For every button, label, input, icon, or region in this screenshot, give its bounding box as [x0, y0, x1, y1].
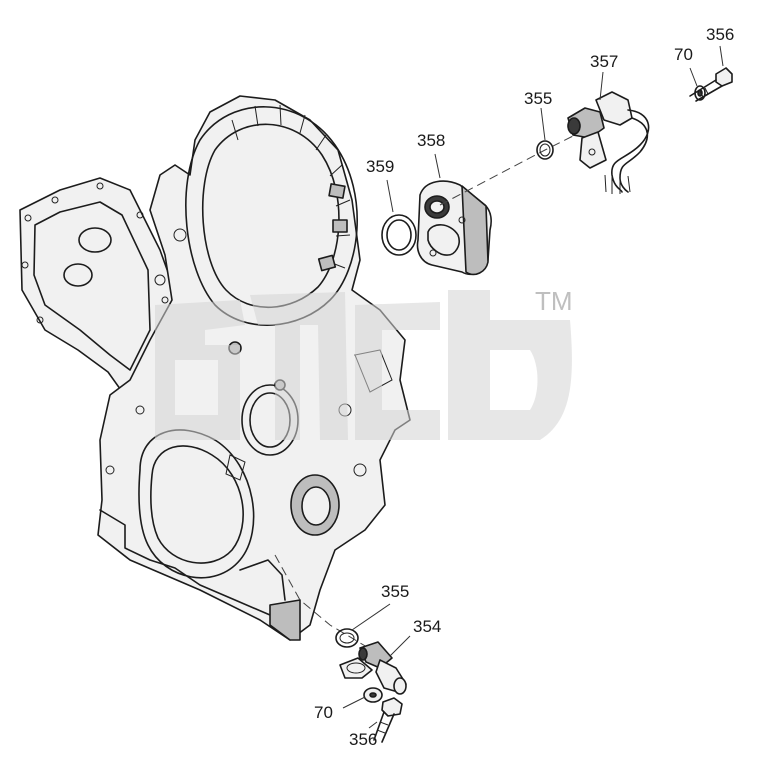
part-70-washer-bottom [363, 687, 383, 703]
callout-356-bottom: 356 [349, 730, 377, 749]
watermark-logo: TM [155, 286, 573, 440]
part-355-o-ring-top [536, 140, 554, 160]
callout-354: 354 [413, 617, 441, 636]
callout-358: 358 [417, 131, 445, 150]
callout-359: 359 [366, 157, 394, 176]
callout-labels: 356 70 357 355 358 359 355 354 70 356 [314, 25, 734, 749]
callout-356-top: 356 [706, 25, 734, 44]
callout-355-top: 355 [524, 89, 552, 108]
part-358-adapter-plate [416, 180, 492, 276]
part-355-o-ring-bottom [335, 628, 359, 648]
part-356-bolt-top [689, 67, 733, 102]
assembly-axis-lower [274, 554, 373, 651]
part-356-bolt-bottom [373, 697, 403, 743]
callout-355-bottom: 355 [381, 582, 409, 601]
assembly-axis-upper [439, 134, 576, 206]
part-357-sensor [567, 91, 650, 194]
part-359-o-ring [381, 214, 417, 256]
callout-357: 357 [590, 52, 618, 71]
leader-lines [342, 45, 724, 729]
callout-70-bottom: 70 [314, 703, 333, 722]
watermark-trademark: TM [535, 286, 573, 316]
part-354-sensor [339, 641, 407, 695]
callout-70-top: 70 [674, 45, 693, 64]
front-cover-housing [19, 95, 411, 641]
